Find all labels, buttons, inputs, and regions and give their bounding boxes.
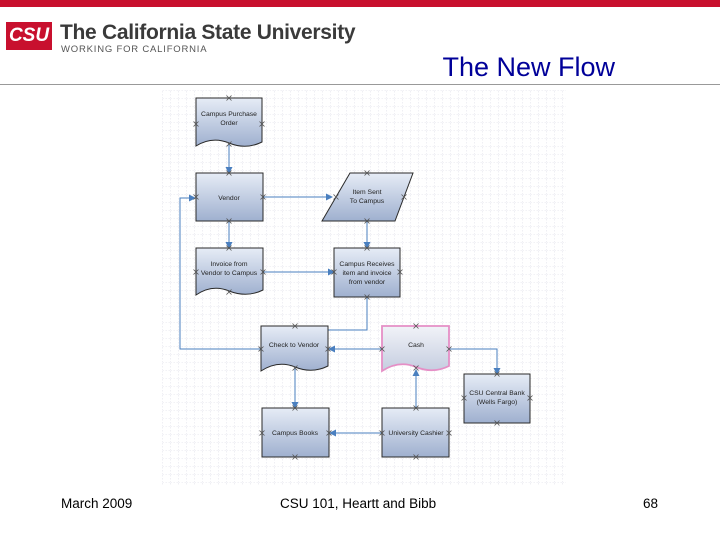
title-divider <box>0 84 720 85</box>
arrow-cash-to-central-bank <box>449 348 501 375</box>
campus-receives-label-line-1: Campus Receives <box>339 261 395 268</box>
node-invoice: Invoice from Vendor to Campus <box>195 247 264 296</box>
footer-page-number: 68 <box>643 496 659 511</box>
campus-receives-label-line-3: from vendor <box>349 279 386 286</box>
top-accent-bar <box>0 0 720 7</box>
invoice-label-line-1: Invoice from <box>210 261 247 268</box>
flow-diagram: Campus Purchase Order Vendor Item Sent T… <box>162 90 566 486</box>
node-campus-books: Campus Books <box>261 407 330 458</box>
footer-course: CSU 101, Heartt and Bibb <box>280 496 437 511</box>
node-cash: Cash <box>381 325 450 373</box>
slide-title: The New Flow <box>442 52 615 82</box>
cash-label: Cash <box>408 342 424 349</box>
cashier-label: University Cashier <box>388 430 444 437</box>
item-sent-label-line-2: To Campus <box>350 198 385 205</box>
node-vendor: Vendor <box>195 172 264 222</box>
node-campus-purchase-order: Campus Purchase Order <box>195 97 263 147</box>
po-label-line-1: Campus Purchase <box>201 111 257 118</box>
university-tagline: WORKING FOR CALIFORNIA <box>61 44 208 55</box>
central-bank-label-line-2: (Wells Fargo) <box>477 399 518 406</box>
node-check-to-vendor: Check to Vendor <box>260 325 329 372</box>
central-bank-label-line-1: CSU Central Bank <box>469 390 525 397</box>
vendor-label: Vendor <box>218 195 240 202</box>
connectors <box>179 141 501 437</box>
campus-receives-label-line-2: item and invoice <box>342 270 391 277</box>
node-item-sent: Item Sent To Campus <box>321 172 414 222</box>
footer-date: March 2009 <box>61 496 133 511</box>
node-campus-receives: Campus Receives item and invoice from ve… <box>333 247 401 298</box>
node-university-cashier: University Cashier <box>381 407 450 458</box>
arrow-check-loop-to-vendor <box>179 194 261 350</box>
invoice-label-line-2: Vendor to Campus <box>201 270 258 277</box>
csu-logo: CSU <box>6 22 52 50</box>
logo-text: CSU <box>8 25 50 46</box>
university-name: The California State University <box>60 21 356 44</box>
campus-books-label: Campus Books <box>272 430 319 437</box>
po-label-line-2: Order <box>220 120 238 127</box>
item-sent-label-line-1: Item Sent <box>352 189 381 196</box>
node-csu-central-bank: CSU Central Bank (Wells Fargo) <box>463 373 531 424</box>
check-label: Check to Vendor <box>269 342 320 349</box>
